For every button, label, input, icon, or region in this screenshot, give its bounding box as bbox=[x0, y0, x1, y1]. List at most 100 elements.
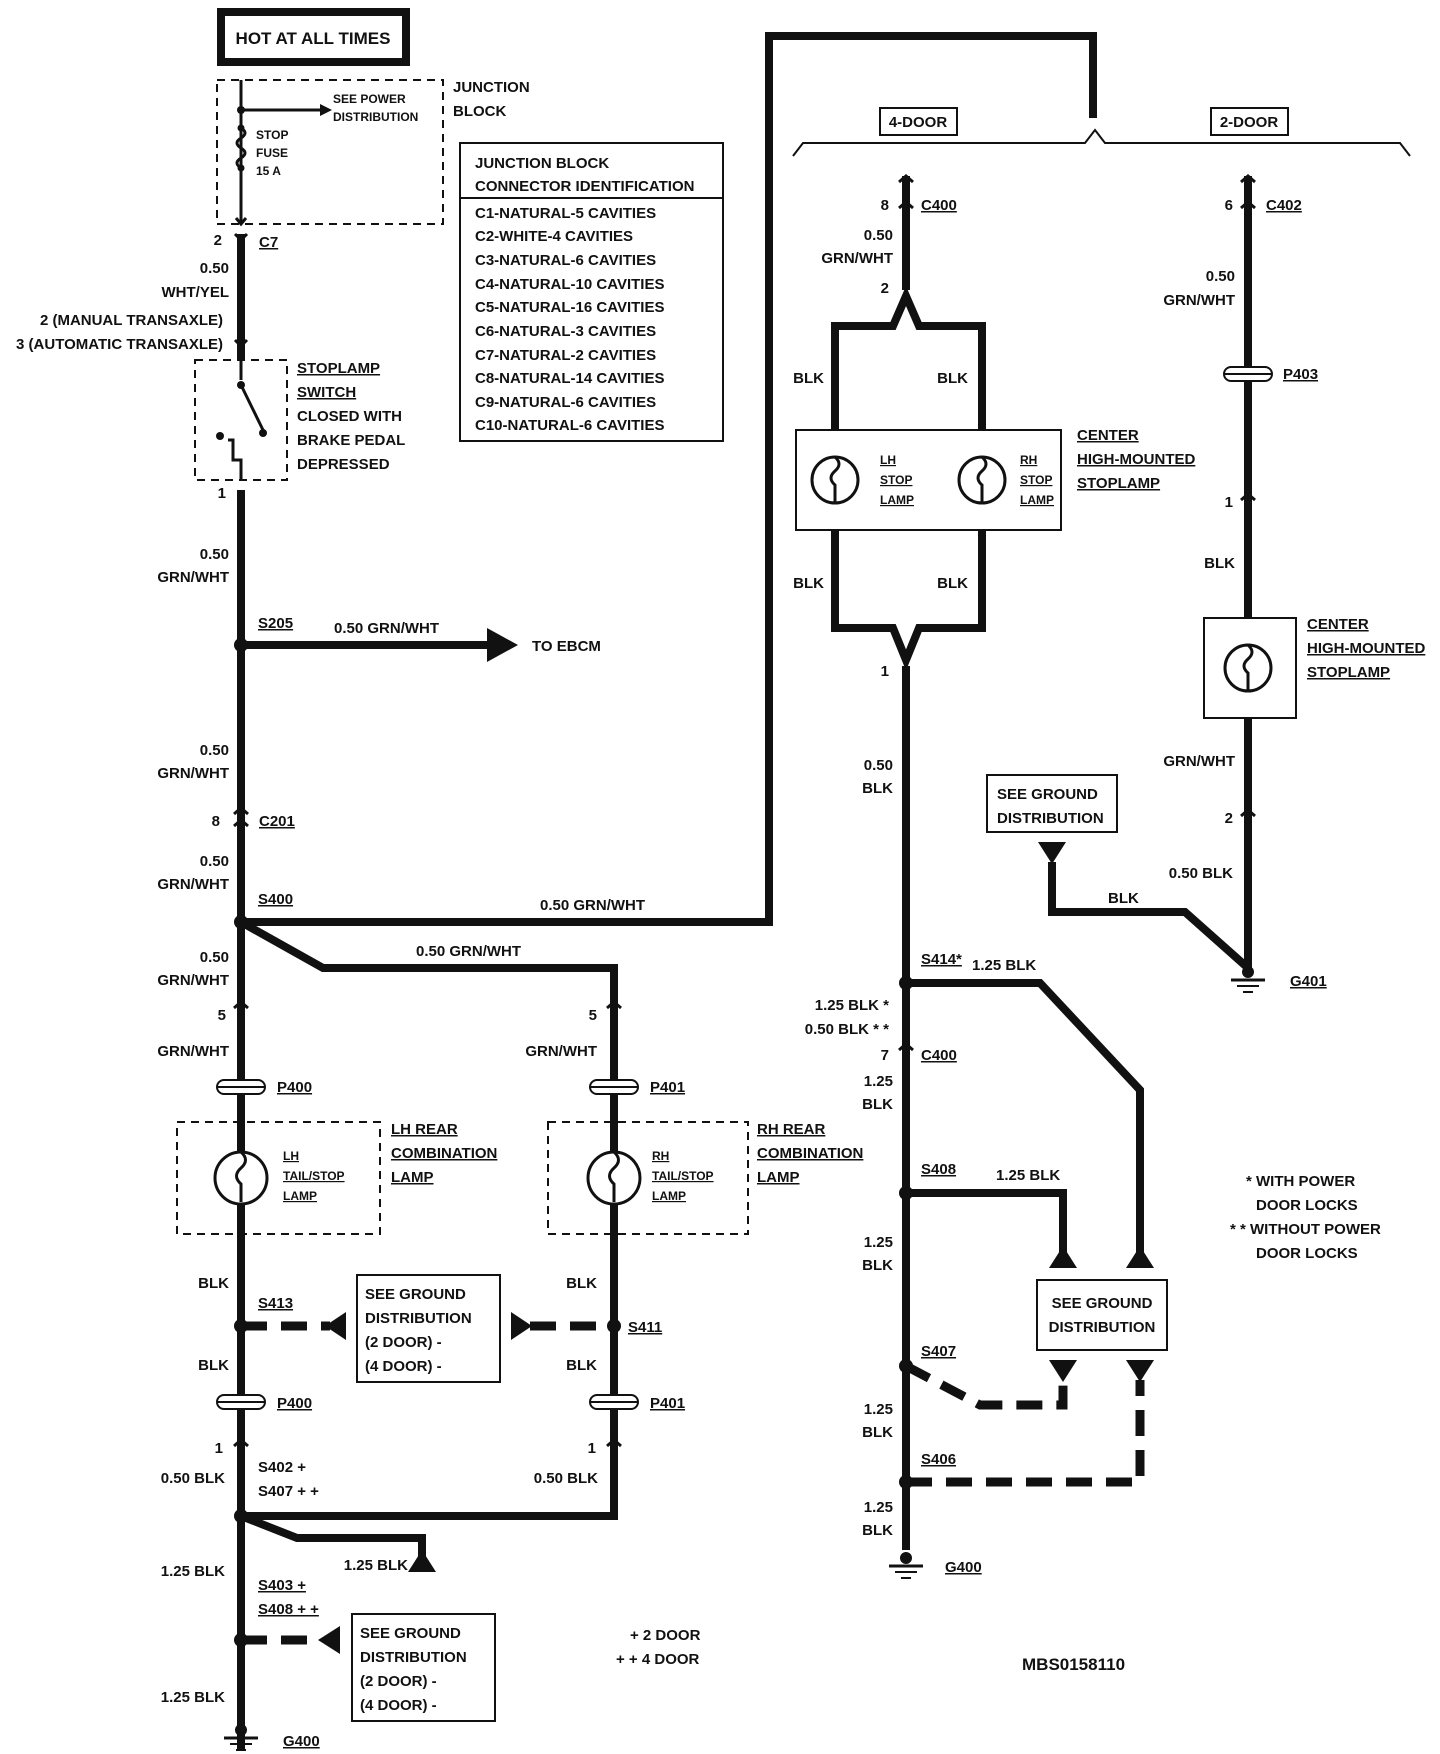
wire3-color: GRN/WHT bbox=[157, 765, 229, 782]
switch-label-4: BRAKE PEDAL bbox=[297, 432, 405, 449]
lh-c-mark bbox=[233, 1000, 249, 1010]
c7-connector-icon bbox=[234, 217, 248, 227]
ground-mid-1: SEE GROUND bbox=[365, 1286, 466, 1303]
fd-rh-bulb-2: STOP bbox=[1020, 473, 1052, 487]
fd-lh-bulb-2: STOP bbox=[880, 473, 912, 487]
lh-0-50-blk: 0.50 BLK bbox=[161, 1470, 225, 1487]
td-pin1-mark bbox=[1240, 492, 1256, 502]
lh-lamp-box bbox=[176, 1121, 381, 1235]
switch-label-1: STOPLAMP bbox=[297, 360, 380, 377]
s413-ground-arrow bbox=[325, 1312, 346, 1340]
two-door-tag-text: 2-DOOR bbox=[1220, 114, 1279, 131]
fd-w4-gauge: 1.25 bbox=[864, 1234, 893, 1251]
ground-mid-2: DISTRIBUTION bbox=[365, 1310, 472, 1327]
ground-top-2: DISTRIBUTION bbox=[997, 810, 1104, 827]
junction-block-box bbox=[216, 79, 444, 225]
c400b-mark bbox=[898, 1042, 914, 1052]
s406-ground-dash bbox=[906, 1380, 1145, 1487]
rh-label-3: LAMP bbox=[757, 1169, 800, 1186]
ground-mid-4: (4 DOOR) - bbox=[365, 1358, 442, 1375]
figure-id: MBS0158110 bbox=[1022, 1655, 1125, 1674]
door-legend-1: + 2 DOOR bbox=[630, 1627, 701, 1644]
connector-id-table bbox=[459, 142, 724, 442]
fd-w6-color: BLK bbox=[862, 1522, 893, 1539]
door-bracket bbox=[792, 128, 1411, 157]
fd-rh-filament bbox=[976, 455, 988, 503]
ground-mid-box bbox=[356, 1274, 501, 1383]
rh-wire-color: GRN/WHT bbox=[525, 1043, 597, 1060]
ground-low-arrow-up bbox=[408, 1550, 436, 1572]
td-pin2: 2 bbox=[1225, 810, 1233, 827]
s408-ground-arrow bbox=[1049, 1246, 1077, 1268]
fd-w2-color: BLK bbox=[862, 780, 893, 797]
s407-ground-dash bbox=[903, 1362, 1068, 1410]
rh-blk2: BLK bbox=[566, 1357, 597, 1374]
w125b-label: 1.25 BLK bbox=[161, 1563, 225, 1580]
c7-connector-mark bbox=[233, 232, 249, 243]
s407-right-label: S407 bbox=[921, 1343, 956, 1360]
door-legend-2: + + 4 DOOR bbox=[616, 1651, 700, 1668]
c400b-wire-1: 1.25 BLK * bbox=[815, 997, 889, 1014]
rh-label-1: RH REAR bbox=[757, 1121, 826, 1138]
connector-row: C7-NATURAL-2 CAVITIES bbox=[475, 347, 656, 364]
fd-blk-top-left: BLK bbox=[793, 370, 824, 387]
c400-pin: 8 bbox=[881, 197, 889, 214]
g401-label: G401 bbox=[1290, 973, 1327, 990]
switch-icon bbox=[228, 438, 243, 480]
note-1: * WITH POWER bbox=[1246, 1173, 1355, 1190]
ground-right-box bbox=[1036, 1279, 1168, 1351]
switch-blade bbox=[239, 384, 265, 431]
connector-row: C8-NATURAL-14 CAVITIES bbox=[475, 370, 664, 387]
wire5-color: GRN/WHT bbox=[157, 972, 229, 989]
c402-label: C402 bbox=[1266, 197, 1302, 214]
fd-blk-bot-right: BLK bbox=[937, 575, 968, 592]
wire-4door-split-top bbox=[831, 285, 986, 430]
c400-label: C400 bbox=[921, 197, 957, 214]
connector-row: C10-NATURAL-6 CAVITIES bbox=[475, 417, 664, 434]
note-2: DOOR LOCKS bbox=[1256, 1197, 1358, 1214]
connector-id-title-1: JUNCTION BLOCK bbox=[475, 155, 609, 172]
connector-row: C6-NATURAL-3 CAVITIES bbox=[475, 323, 656, 340]
wire-s408-ground bbox=[906, 1189, 1067, 1255]
p403-label: P403 bbox=[1283, 366, 1318, 383]
wire1-color: WHT/YEL bbox=[162, 284, 230, 301]
ground-low-3: (2 DOOR) - bbox=[360, 1673, 437, 1690]
switch-label-3: CLOSED WITH bbox=[297, 408, 402, 425]
rh-blk1: BLK bbox=[566, 1275, 597, 1292]
s402-label: S402 + bbox=[258, 1459, 306, 1476]
s406-right-label: S406 bbox=[921, 1451, 956, 1468]
junction-block-label-2: BLOCK bbox=[453, 103, 506, 120]
lh-pin5: 5 bbox=[218, 1007, 226, 1024]
c402-pin: 6 bbox=[1225, 197, 1233, 214]
fd-blk-bot-left: BLK bbox=[793, 575, 824, 592]
lh-label-1: LH REAR bbox=[391, 1121, 458, 1138]
p401b-label: P401 bbox=[650, 1395, 685, 1412]
lh-blk2: BLK bbox=[198, 1357, 229, 1374]
c400-mark bbox=[898, 174, 914, 184]
fd-w4-color: BLK bbox=[862, 1257, 893, 1274]
c400b-pin: 7 bbox=[881, 1047, 889, 1064]
s408-label: S408 + + bbox=[258, 1601, 319, 1618]
fd-w5-gauge: 1.25 bbox=[864, 1401, 893, 1418]
arrow-to-ebcm bbox=[487, 628, 518, 662]
fd-label-1: CENTER bbox=[1077, 427, 1139, 444]
ground-low-4: (4 DOOR) - bbox=[360, 1697, 437, 1714]
fuse-label-2: FUSE bbox=[256, 146, 288, 160]
rh-bulb-3: LAMP bbox=[652, 1189, 686, 1203]
wire-4door-split-bottom bbox=[831, 530, 986, 671]
fd-lh-filament bbox=[829, 455, 841, 503]
w125c-label: 1.25 BLK bbox=[161, 1689, 225, 1706]
fuse-terminal-bottom bbox=[237, 164, 245, 172]
td-w2: GRN/WHT bbox=[1163, 753, 1235, 770]
fd-rh-bulb-1: RH bbox=[1020, 453, 1037, 467]
lh-blk1: BLK bbox=[198, 1275, 229, 1292]
td-w3: 0.50 BLK bbox=[1169, 865, 1233, 882]
p400b-label: P400 bbox=[277, 1395, 312, 1412]
s408-right-wire: 1.25 BLK bbox=[996, 1167, 1060, 1184]
ground-top-arrow bbox=[1038, 842, 1066, 864]
s411-label: S411 bbox=[628, 1319, 662, 1336]
fd-lh-bulb-3: LAMP bbox=[880, 493, 914, 507]
td-w1-color: GRN/WHT bbox=[1163, 292, 1235, 309]
s413-label: S413 bbox=[258, 1295, 293, 1312]
transaxle-manual: 2 (MANUAL TRANSAXLE) bbox=[40, 312, 223, 329]
